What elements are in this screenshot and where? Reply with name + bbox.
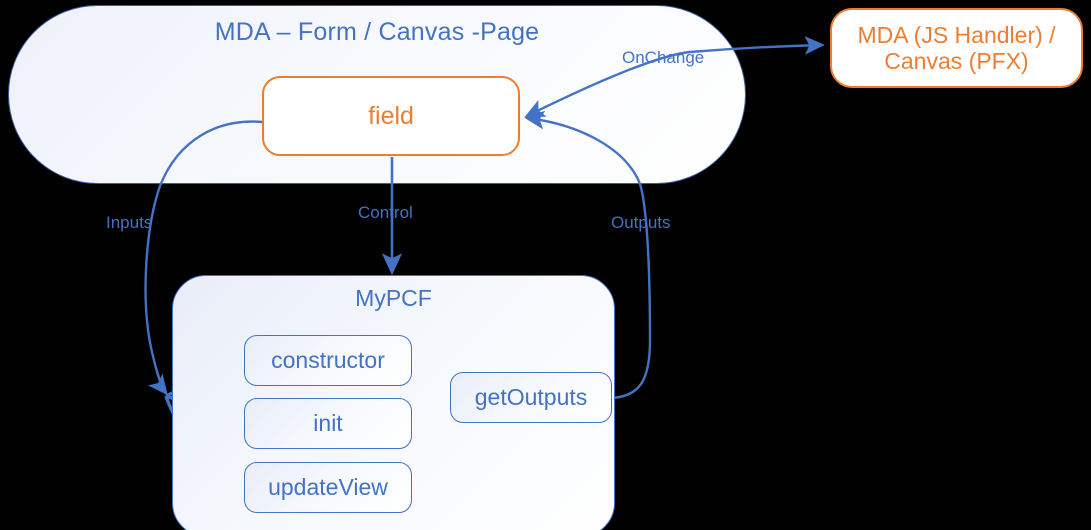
edge-label-onchange: OnChange bbox=[622, 48, 705, 67]
edge-label-inputs: Inputs bbox=[106, 213, 153, 232]
handler-label-line1: MDA (JS Handler) / bbox=[857, 21, 1056, 48]
edge-onchange-to-field bbox=[524, 50, 691, 118]
method-label-getoutputs: getOutputs bbox=[474, 384, 588, 410]
edge-onchange-to-handler bbox=[689, 36, 825, 55]
method-label-updateview: updateView bbox=[268, 474, 388, 500]
handler-node[interactable]: MDA (JS Handler) / Canvas (PFX) bbox=[830, 8, 1083, 88]
edge-outputs-path bbox=[524, 110, 652, 400]
method-node-getoutputs[interactable]: getOutputs bbox=[450, 372, 612, 423]
mypcf-title: MyPCF bbox=[355, 285, 432, 311]
method-node-init[interactable]: init bbox=[244, 398, 412, 449]
edge-inputs-path bbox=[144, 120, 263, 396]
method-node-updateview[interactable]: updateView bbox=[244, 462, 412, 513]
mda-container-title: MDA – Form / Canvas -Page bbox=[214, 18, 540, 46]
field-label: field bbox=[368, 101, 414, 130]
method-label-init: init bbox=[313, 410, 343, 436]
method-node-constructor[interactable]: constructor bbox=[244, 335, 412, 386]
edge-label-control: Control bbox=[358, 203, 413, 222]
edge-label-outputs: Outputs bbox=[611, 213, 671, 232]
handler-label-line2: Canvas (PFX) bbox=[884, 48, 1029, 74]
method-label-constructor: constructor bbox=[271, 347, 385, 373]
field-node[interactable]: field bbox=[262, 76, 520, 156]
